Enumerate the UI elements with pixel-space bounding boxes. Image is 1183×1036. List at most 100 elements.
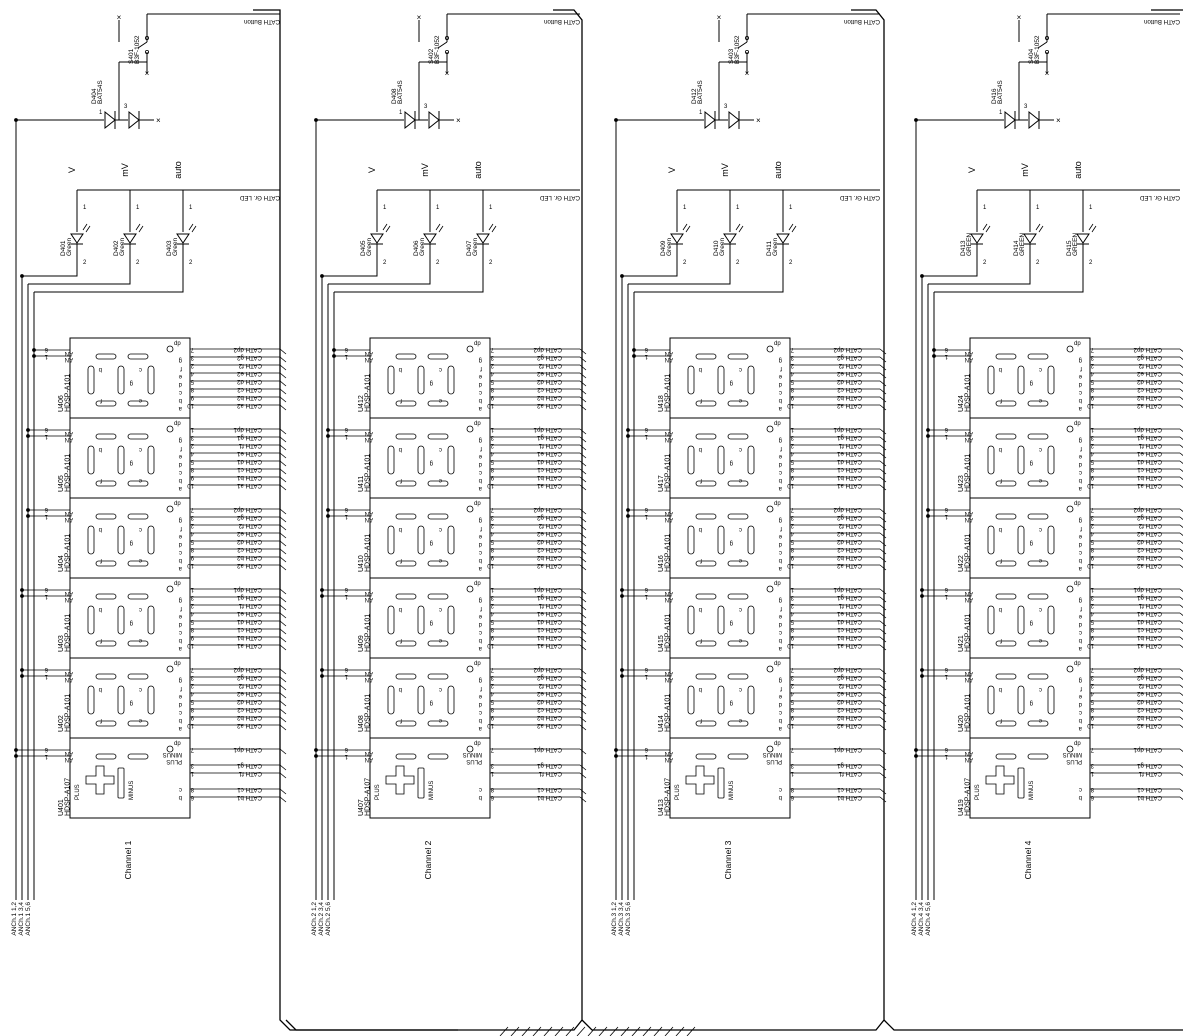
segment-shape [127,673,149,680]
bus-frame-4 [883,9,1183,1031]
bus-entry [1179,436,1183,441]
cathode-net-label: CATH b2 [836,394,862,401]
segment-shape [95,513,117,520]
pin-number: 2 [790,522,794,528]
cathode-net-label: CATH d2 [1136,698,1162,705]
pin-letter: a [1078,485,1082,491]
bus-entry [279,380,287,387]
pin-letter: a [478,725,482,731]
decimal-point [166,585,174,593]
pin-number: 3 [790,674,794,680]
segment-shape [417,605,425,635]
display-part: HDSP-A101 [365,614,372,652]
segment-letter: f [700,717,702,723]
segment-letter: e [1038,477,1042,483]
no-connect: × [145,69,150,78]
pin-label-an: AN [965,670,973,676]
diode-symbol [428,110,440,130]
cathode-net-label: CATH dp2 [533,666,562,673]
pin-label-an: AN [665,596,673,602]
cathode-net-label: CATH e2 [536,530,562,537]
anode-net-label: ANCh.3 1,2 [611,902,618,936]
segment-shape [117,685,125,715]
segment-letter: g [430,620,433,626]
segment-shape [727,640,749,647]
segment-letter: f [700,477,702,483]
pin-letter: a [778,565,782,571]
bus-entry [579,636,587,643]
segment-shape [1027,560,1049,567]
pin-number: 8 [190,466,194,472]
channel-name: Channel 4 [1023,840,1033,879]
bus-entry [879,748,887,755]
junction-dot [920,668,924,672]
bus-entry [879,668,887,675]
segment-letter: g [1030,540,1033,546]
bus-entry [879,596,887,603]
pin-letter: g [179,597,182,603]
pin-number: 3 [790,594,794,600]
cathode-net-label: CATH c2 [837,546,862,553]
decimal-point [166,505,174,513]
anode-net-label: ANCh.1 1,2 [11,902,18,936]
display-ref: U414 [658,715,665,732]
led-arrow [188,223,194,231]
cathode-net-label: CATH c1 [237,466,262,473]
segment-letter: e [1038,397,1042,403]
bus-entry [579,444,587,451]
cathode-net-label: CATH c1 [837,626,862,633]
segment-letter: c [439,366,442,372]
pin-number: 4 [1090,530,1094,536]
cathode-net-label: CATH c1 [537,786,562,793]
cathode-net-label: CATH c1 [837,466,862,473]
cathode-net-label: CATH e2 [236,370,262,377]
pin-number: 2 [1036,260,1040,266]
pin-letter: g [779,517,782,523]
led-arrow [85,225,91,233]
segment-shape [127,433,149,440]
pin-letter: b [478,477,482,483]
cathode-net-label: CATH a1 [236,642,262,649]
pin-number: 7 [1090,666,1094,672]
display-ref: U401 [58,799,65,816]
display-part: HDSP-A101 [665,454,672,492]
pin-number: 9 [1090,474,1094,480]
pin-number: 10 [787,722,794,728]
segment-shape [127,593,149,600]
pin-letter: b [178,717,182,723]
pin-letter: PLUS [166,758,182,764]
segment-letter: c [439,686,442,692]
pin-letter: d [1079,541,1082,547]
pin-letter: b [178,477,182,483]
diode-part: BAT54S [997,80,1004,104]
bus-entry [879,724,887,731]
led-ref: D415 [1066,240,1073,256]
bus-entry [279,668,287,675]
pin-number: 2 [1090,362,1094,368]
plus-shape [985,765,1015,795]
display-ref: U418 [658,395,665,412]
segment-shape [117,605,125,635]
pin-label-an: AN [965,590,973,596]
pin-number: 6 [1090,794,1094,800]
led-ref: D407 [466,240,473,256]
bus-entry [579,700,587,707]
pin-number: 1 [1090,586,1094,592]
cathode-net-label: CATH e1 [1136,610,1162,617]
bus-entry [1179,516,1183,521]
segment-letter: b [998,526,1002,532]
bus-entry [579,484,587,491]
bus-entry [1179,668,1183,673]
cathode-net-label: CATH c2 [837,386,862,393]
cathode-net-label: CATH c1 [1137,786,1162,793]
pin-number: 4 [490,450,494,456]
segment-shape [987,605,995,635]
junction-dot [620,274,624,278]
display-part: HDSP-A101 [365,454,372,492]
pin-number: 5 [190,698,194,704]
pin-number: 6 [644,586,648,592]
segment-letter: e [138,637,142,643]
segment-shape [95,433,117,440]
segment-shape [427,433,449,440]
